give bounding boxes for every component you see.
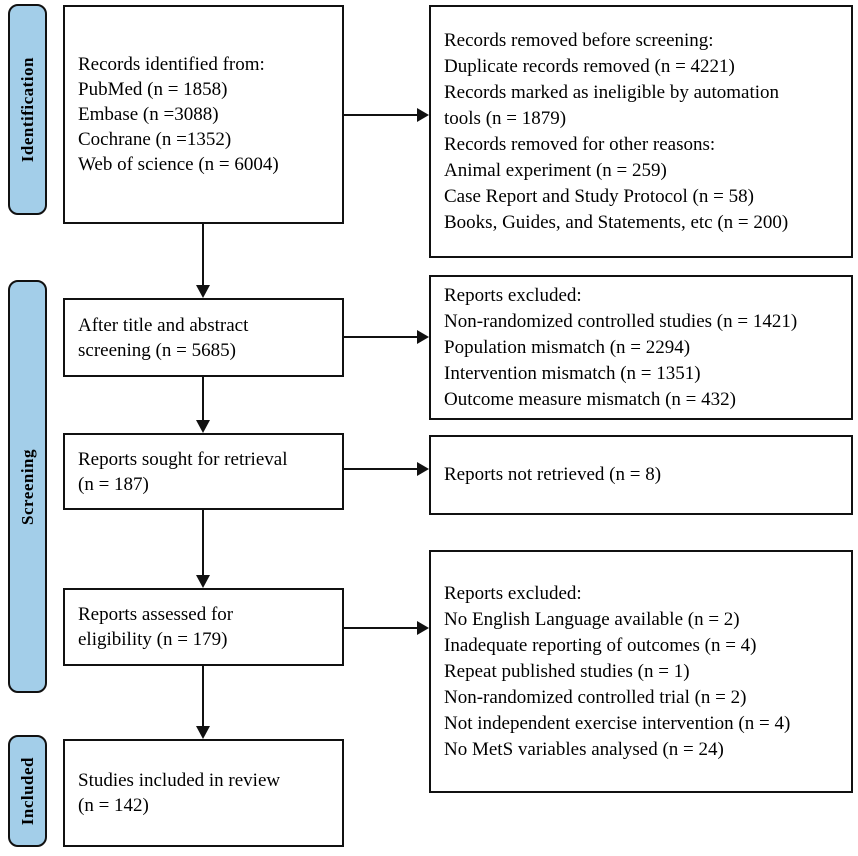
arrow-down-4-head	[196, 726, 210, 739]
stage-label-included-text: Included	[17, 756, 37, 826]
box-reports-assessed-eligibility: Reports assessed for eligibility (n = 17…	[63, 588, 344, 666]
arrow-right-1-line	[344, 114, 419, 116]
arrow-down-1-line	[202, 224, 204, 287]
box-reports-sought-retrieval: Reports sought for retrieval (n = 187)	[63, 433, 344, 510]
box-records-removed-before-screening: Records removed before screening: Duplic…	[429, 5, 853, 258]
arrow-down-3-head	[196, 575, 210, 588]
stage-label-screening-text: Screening	[17, 448, 37, 525]
box-reports-not-retrieved-text: Reports not retrieved (n = 8)	[444, 464, 662, 485]
box-records-removed-before-screening-text: Records removed before screening: Duplic…	[444, 29, 789, 233]
arrow-right-1-head	[417, 108, 429, 122]
box-reports-assessed-eligibility-text: Reports assessed for eligibility (n = 17…	[78, 604, 234, 650]
arrow-down-3-line	[202, 510, 204, 576]
arrow-down-2-line	[202, 377, 204, 421]
arrow-right-2-head	[417, 330, 429, 344]
box-reports-excluded-screening-text: Reports excluded: Non-randomized control…	[444, 284, 798, 410]
arrow-down-1-head	[196, 285, 210, 298]
box-reports-excluded-screening: Reports excluded: Non-randomized control…	[429, 275, 853, 420]
box-studies-included-review-text: Studies included in review (n = 142)	[78, 770, 281, 816]
box-studies-included-review: Studies included in review (n = 142)	[63, 739, 344, 847]
stage-label-screening: Screening	[8, 280, 47, 693]
arrow-right-4-line	[344, 627, 419, 629]
box-reports-not-retrieved: Reports not retrieved (n = 8)	[429, 435, 853, 515]
box-reports-excluded-eligibility: Reports excluded: No English Language av…	[429, 550, 853, 793]
box-reports-sought-retrieval-text: Reports sought for retrieval (n = 187)	[78, 448, 288, 495]
box-records-identified-text: Records identified from: PubMed (n = 185…	[78, 54, 279, 175]
stage-label-identification: Identification	[8, 4, 47, 215]
arrow-right-4-head	[417, 621, 429, 635]
box-reports-excluded-eligibility-text: Reports excluded: No English Language av…	[444, 582, 791, 760]
stage-label-included: Included	[8, 735, 47, 847]
box-title-abstract-screening-text: After title and abstract screening (n = …	[78, 314, 249, 361]
stage-label-identification-text: Identification	[17, 56, 37, 163]
box-records-identified: Records identified from: PubMed (n = 185…	[63, 5, 344, 224]
box-title-abstract-screening: After title and abstract screening (n = …	[63, 298, 344, 377]
arrow-right-3-head	[417, 462, 429, 476]
arrow-down-4-line	[202, 666, 204, 727]
arrow-right-2-line	[344, 336, 419, 338]
arrow-right-3-line	[344, 468, 419, 470]
arrow-down-2-head	[196, 420, 210, 433]
